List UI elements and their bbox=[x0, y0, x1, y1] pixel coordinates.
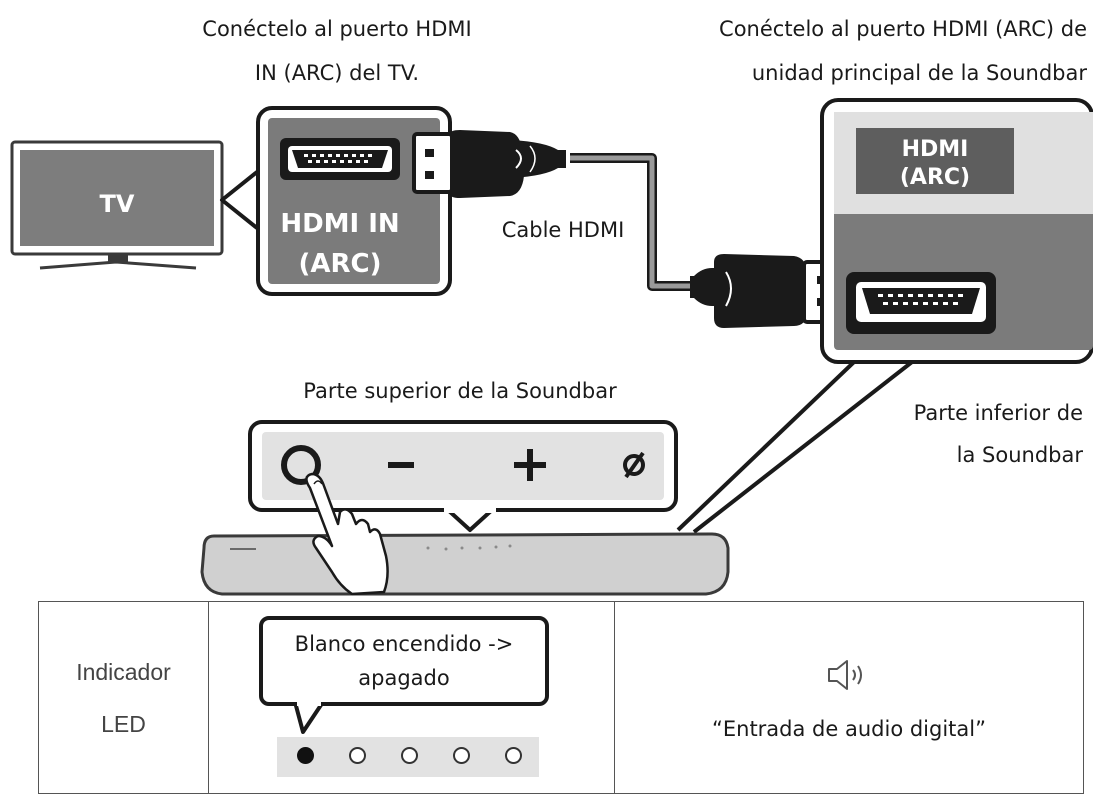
soundbar-callout-pointer bbox=[676, 360, 914, 534]
volume-up-button[interactable] bbox=[514, 449, 546, 481]
volume-down-button[interactable] bbox=[388, 462, 414, 468]
tv-port-caption-line2: IN (ARC) del TV. bbox=[255, 61, 419, 85]
voice-guide-text: “Entrada de audio digital” bbox=[711, 716, 986, 741]
soundbar-illustration bbox=[200, 532, 730, 596]
led-label-line1: Indicador bbox=[76, 658, 171, 685]
led-dot-off bbox=[505, 747, 522, 764]
soundbar-port-caption-line1: Conéctelo al puerto HDMI (ARC) de bbox=[719, 17, 1087, 41]
led-indicator-table: Indicador LED Blanco encendido -> apagad… bbox=[38, 601, 1084, 794]
connection-diagram: TV HDMI IN (ARC) bbox=[10, 17, 1093, 596]
hdmi-plug-tv bbox=[412, 130, 566, 198]
led-status-line2: apagado bbox=[358, 666, 450, 690]
led-dot-off bbox=[401, 747, 418, 764]
soundbar-port-caption-line2: unidad principal de la Soundbar bbox=[752, 61, 1087, 85]
soundbar-port-label-line1: HDMI bbox=[902, 137, 969, 162]
tv-illustration: TV bbox=[10, 140, 224, 270]
speaker-icon bbox=[828, 659, 862, 690]
tv-port-label-line1: HDMI IN bbox=[280, 209, 399, 239]
led-label-line2: LED bbox=[101, 710, 146, 737]
led-status-bubble: Blanco encendido -> apagado bbox=[259, 616, 549, 706]
voice-guide-cell: “Entrada de audio digital” bbox=[615, 602, 1083, 793]
led-strip bbox=[277, 737, 539, 777]
tv-port-label-line2: (ARC) bbox=[299, 249, 382, 279]
led-status-line1: Blanco encendido -> bbox=[294, 632, 514, 656]
led-bubble-pointer bbox=[293, 702, 325, 734]
hdmi-plug-soundbar bbox=[690, 254, 842, 328]
hand-icon bbox=[305, 472, 389, 596]
soundbar-hdmi-port-callout: HDMI (ARC) bbox=[820, 98, 1093, 364]
mic-off-button[interactable] bbox=[623, 451, 645, 479]
hdmi-cable bbox=[570, 153, 690, 291]
cable-caption: Cable HDMI bbox=[502, 218, 625, 242]
led-label-cell: Indicador LED bbox=[39, 602, 209, 793]
led-status-cell: Blanco encendido -> apagado bbox=[209, 602, 615, 793]
tv-label: TV bbox=[100, 190, 135, 218]
tv-hdmi-port-callout: HDMI IN (ARC) bbox=[256, 106, 452, 296]
led-dot-off bbox=[453, 747, 470, 764]
tv-port-caption-line1: Conéctelo al puerto HDMI bbox=[202, 17, 471, 41]
bottom-of-soundbar-caption-line2: la Soundbar bbox=[957, 443, 1084, 467]
top-of-soundbar-caption: Parte superior de la Soundbar bbox=[303, 379, 617, 403]
power-button[interactable] bbox=[281, 445, 321, 485]
bottom-of-soundbar-caption-line1: Parte inferior de bbox=[914, 401, 1083, 425]
led-dot-on bbox=[297, 747, 314, 764]
soundbar-port-label-line2: (ARC) bbox=[900, 165, 970, 190]
soundbar-top-panel-callout bbox=[248, 420, 678, 532]
led-dot-off bbox=[349, 747, 366, 764]
